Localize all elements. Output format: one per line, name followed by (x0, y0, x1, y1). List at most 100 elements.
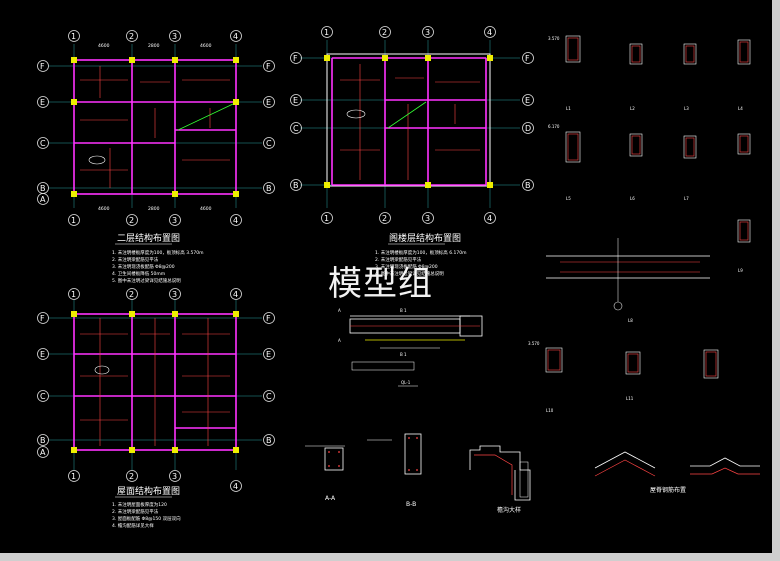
dimension: 2800 (148, 43, 160, 49)
axis-label: B (40, 184, 46, 193)
beam-label: L4 (738, 106, 743, 111)
plan-title: 二层结构布置图 (117, 232, 180, 244)
dimension: 4600 (98, 206, 110, 212)
axis-label: 1 (71, 290, 76, 299)
dimension: 2800 (148, 206, 160, 212)
beam-label: L11 (626, 396, 634, 401)
axis-label: F (40, 314, 45, 323)
axis-label: 1 (324, 214, 329, 223)
axis-label: A (40, 195, 46, 204)
detail-l8: L8 (546, 238, 710, 323)
axis-label: B (525, 181, 531, 190)
beam-label: L5 (566, 196, 571, 201)
note-line: 1. 未注明楼板厚度为100，板顶标高 6.170m (375, 249, 467, 256)
section-mark: A (338, 308, 341, 313)
detail-ql1: A B 1 A B 1 QL-1 (338, 308, 483, 387)
plan-attic-floor: 1 2 3 4 1 2 3 4 F E C B F E D B 阁楼层结构布置图… (290, 26, 534, 277)
beam-label: L9 (738, 268, 743, 273)
axis-label: 3 (425, 28, 430, 37)
axis-label: 4 (233, 32, 238, 41)
beam-label: L7 (684, 196, 689, 201)
note-line: 4. 卫生间楼板降低 50mm (112, 270, 165, 277)
detail-title: A-A (325, 495, 336, 502)
axis-label: 4 (233, 216, 238, 225)
axis-label: B (40, 436, 46, 445)
note-line: 3. 屋面板配筋 Φ8@150 双层双向 (112, 515, 181, 522)
beam-sections: L1 L2 L3 L4 L5 L6 L7 L9 L10 L11 3.570 6.… (528, 35, 751, 413)
axis-label: E (266, 350, 271, 359)
axis-label: C (40, 139, 46, 148)
detail-title: L8 (628, 318, 633, 323)
axis-label: E (40, 350, 45, 359)
axis-label: 4 (487, 28, 492, 37)
beam-label: L6 (630, 196, 635, 201)
note-line: 4. 图中未注明过梁详见结施总说明 (375, 270, 444, 277)
note-line: 2. 未注明梁配筋见平法 (112, 256, 159, 263)
detail-section-bb: B-B (367, 433, 422, 508)
axis-label: F (266, 62, 271, 71)
note-line: 3. 未注明现浇板配筋 Φ8@200 (375, 263, 438, 270)
detail-title: QL-1 (401, 380, 411, 385)
note-line: 2. 未注明梁配筋见平法 (375, 256, 422, 263)
detail-ridge: 屋脊钢筋布置 (594, 451, 760, 494)
axis-label: 4 (233, 290, 238, 299)
axis-label: F (525, 54, 530, 63)
axis-label: C (266, 139, 272, 148)
axis-label: 3 (172, 472, 177, 481)
axis-label: 2 (129, 32, 134, 41)
axis-label: B (266, 184, 272, 193)
plan-second-floor: 1 2 3 4 1 2 3 4 F E C B A F E C B 4600 2… (37, 30, 275, 284)
detail-title: 檐沟大样 (497, 506, 521, 514)
axis-label: C (293, 124, 299, 133)
beam-label: L10 (546, 408, 554, 413)
axis-label: 4 (233, 482, 238, 491)
note-line: 1. 未注明楼板厚度为100，板顶标高 3.570m (112, 249, 204, 256)
axis-label: F (40, 62, 45, 71)
axis-label: 1 (71, 32, 76, 41)
plan-title: 屋面结构布置图 (117, 485, 180, 497)
detail-eave-gutter: 檐沟大样 (469, 445, 531, 514)
axis-label: 2 (382, 28, 387, 37)
axis-label: 2 (382, 214, 387, 223)
dimension: 4600 (200, 206, 212, 212)
note-line: 4. 檐沟配筋详见大样 (112, 522, 154, 529)
axis-label: 2 (129, 216, 134, 225)
elevation-mark: 3.570 (528, 341, 540, 346)
dimension: 4600 (98, 43, 110, 49)
axis-label: 3 (172, 216, 177, 225)
detail-title: 屋脊钢筋布置 (650, 486, 686, 494)
dimension: 4600 (200, 43, 212, 49)
watermark: 模型组 (328, 264, 433, 304)
axis-label: 2 (129, 472, 134, 481)
axis-label: C (266, 392, 272, 401)
axis-label: D (525, 124, 531, 133)
axis-label: 3 (172, 290, 177, 299)
axis-label: A (40, 448, 46, 457)
axis-label: E (293, 96, 298, 105)
axis-label: 4 (487, 214, 492, 223)
axis-label: E (40, 98, 45, 107)
beam-label: L3 (684, 106, 689, 111)
beam-label: L2 (630, 106, 635, 111)
axis-label: C (40, 392, 46, 401)
axis-label: 3 (425, 214, 430, 223)
elevation-mark: 6.170 (548, 124, 560, 129)
plan-title: 阁楼层结构布置图 (389, 232, 461, 244)
axis-label: B (266, 436, 272, 445)
section-mark: B 1 (400, 352, 407, 357)
beam-label: L1 (566, 106, 571, 111)
note-line: 2. 未注明梁配筋见平法 (112, 508, 159, 515)
axis-label: F (293, 54, 298, 63)
detail-title: B-B (406, 501, 416, 508)
note-line: 1. 未注明屋面板厚度为120 (112, 501, 167, 508)
elevation-mark: 3.570 (548, 36, 560, 41)
axis-label: 2 (129, 290, 134, 299)
axis-label: E (525, 96, 530, 105)
axis-label: 1 (71, 472, 76, 481)
section-mark: A (338, 338, 341, 343)
axis-label: B (293, 181, 299, 190)
axis-label: E (266, 98, 271, 107)
axis-label: 3 (172, 32, 177, 41)
